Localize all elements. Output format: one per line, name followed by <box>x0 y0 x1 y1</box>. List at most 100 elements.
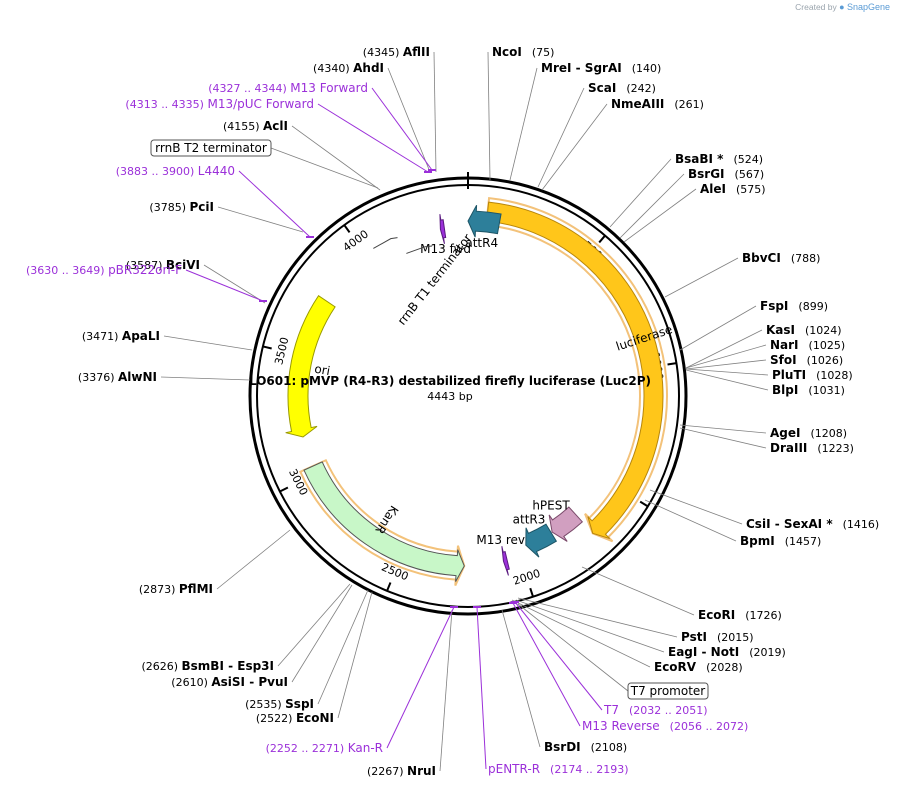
bbvci-name: BbvCI <box>742 251 781 265</box>
alei-site-label: AleI(575) <box>700 182 766 196</box>
kan-r-name: Kan-R <box>348 741 383 755</box>
ori-feature-arrow <box>285 295 336 438</box>
bsrdi-leader <box>501 609 541 748</box>
hpest-feature-arrow <box>548 506 584 542</box>
pentr-r-name: pENTR-R <box>488 762 540 776</box>
nari-site-label: NarI(1025) <box>770 338 845 352</box>
bsmbi-esp3i-name: BsmBI - Esp3I <box>182 659 274 673</box>
bbvci-leader <box>664 257 739 298</box>
sspi-site-label: (2535) SspI <box>245 697 314 711</box>
aflii-position: (4345) <box>363 46 403 59</box>
nmeaiii-leader <box>541 103 608 191</box>
t7-name: T7 <box>603 703 619 717</box>
alwni-leader <box>160 376 251 381</box>
kasi-leader <box>685 329 763 369</box>
ncoi-name: NcoI <box>492 45 522 59</box>
tick-mark <box>386 582 392 592</box>
bsmbi-esp3i-leader <box>277 583 351 667</box>
acli-leader <box>291 125 381 191</box>
mrei-sgrai-name: MreI - SgrAI <box>541 61 622 75</box>
bsmbi-esp3i-site-label: (2626) BsmBI - Esp3I <box>141 659 274 673</box>
bsabi-name: BsaBI * <box>675 152 724 166</box>
rrnb-t1-terminator-arrow <box>406 245 433 254</box>
nrui-position: (2267) <box>367 765 407 778</box>
econi-position: (2522) <box>256 712 296 725</box>
plasmid-length: 4443 bp <box>427 390 473 403</box>
blpi-site-label: BlpI(1031) <box>772 383 845 397</box>
agei-position: (1208) <box>810 427 847 440</box>
ncoi-leader <box>487 51 491 181</box>
credit-brand: SnapGene <box>846 2 890 12</box>
bcivi-leader <box>203 264 266 304</box>
ahdi-site-label: (4340) AhdI <box>313 61 384 75</box>
ecori-name: EcoRI <box>698 608 735 622</box>
acli-site-label: (4155) AclI <box>223 119 288 133</box>
scai-name: ScaI <box>588 81 616 95</box>
bpmi-position: (1457) <box>785 535 822 548</box>
nrui-name: NruI <box>407 764 436 778</box>
blpi-leader <box>685 369 769 391</box>
m13-puc-forward-primer-label: (4313 .. 4335) M13/pUC Forward <box>125 97 314 111</box>
kan-r-primer-leader <box>386 606 455 749</box>
bbvci-position: (788) <box>791 252 821 265</box>
m13-puc-forward-name: M13/pUC Forward <box>207 97 314 111</box>
ecorv-position: (2028) <box>706 661 743 674</box>
econi-name: EcoNI <box>296 711 334 725</box>
alei-leader <box>623 188 697 243</box>
bsabi-site-label: BsaBI * (524) <box>675 152 763 166</box>
m13-forward-range: (4327 .. 4344) <box>208 82 290 95</box>
attr4-label: attR4 <box>465 236 498 250</box>
snapgene-logo-icon: ● <box>839 2 845 12</box>
pcii-site-label: (3785) PciI <box>149 200 214 214</box>
kanr-feature-arrow <box>303 461 465 582</box>
psti-name: PstI <box>681 630 707 644</box>
pluti-position: (1028) <box>816 369 853 382</box>
t7-primer-leader <box>514 601 603 711</box>
eagi-noti-position: (2019) <box>749 646 786 659</box>
kan-r-range: (2252 .. 2271) <box>266 742 348 755</box>
kanr-highlight <box>299 458 466 586</box>
pbr322ori-f-name: pBR322ori-F <box>108 263 182 277</box>
bpmi-site-label: BpmI (1457) <box>740 534 821 548</box>
eagi-noti-leader <box>515 599 665 653</box>
bcivi-position: (3587) <box>126 259 166 272</box>
scai-site-label: ScaI (242) <box>588 81 656 95</box>
bsrdi-site-label: BsrDI(2108) <box>544 740 627 754</box>
aflii-name: AflII <box>403 45 430 59</box>
psti-site-label: PstI (2015) <box>681 630 754 644</box>
nari-position: (1025) <box>809 339 846 352</box>
scai-position: (242) <box>626 82 656 95</box>
tick-mark <box>598 234 606 244</box>
luciferase-highlight <box>485 197 668 543</box>
t7-range: (2032 .. 2051) <box>629 704 708 717</box>
ecori-site-label: EcoRI(1726) <box>698 608 782 622</box>
ecorv-site-label: EcoRV(2028) <box>654 660 743 674</box>
csii-sexai-position: (1416) <box>843 518 880 531</box>
draiii-name: DraIII <box>770 441 807 455</box>
ahdi-name: AhdI <box>353 61 384 75</box>
pbr322ori-f-primer-leader <box>185 269 264 302</box>
pluti-site-label: PluTI(1028) <box>772 368 853 382</box>
tick-mark <box>343 224 351 233</box>
kanr-label: KanR <box>372 503 401 537</box>
pluti-leader <box>685 368 769 376</box>
attr3-feature-arrow <box>525 523 558 558</box>
pcii-position: (3785) <box>149 201 189 214</box>
pentr-r-primer-leader <box>476 606 487 770</box>
m13-forward-name: M13 Forward <box>290 81 368 95</box>
plasmid-title: LO601: pMVP (R4-R3) destabilized firefly… <box>248 374 652 388</box>
bsrgi-name: BsrGI <box>688 167 725 181</box>
bsabi-position: (524) <box>733 153 763 166</box>
apali-position: (3471) <box>82 330 122 343</box>
tick-mark <box>529 587 534 598</box>
bcivi-name: BciVI <box>166 258 200 272</box>
m13-fwd-label: M13 fwd <box>420 242 471 256</box>
pbr322ori-f-range: (3630 .. 3649) <box>26 264 108 277</box>
l4440-primer-leader <box>238 170 311 238</box>
psti-position: (2015) <box>717 631 754 644</box>
alei-name: AleI <box>700 182 726 196</box>
bpmi-name: BpmI <box>740 534 775 548</box>
agei-leader <box>679 424 767 434</box>
l4440-name: L4440 <box>198 164 235 178</box>
